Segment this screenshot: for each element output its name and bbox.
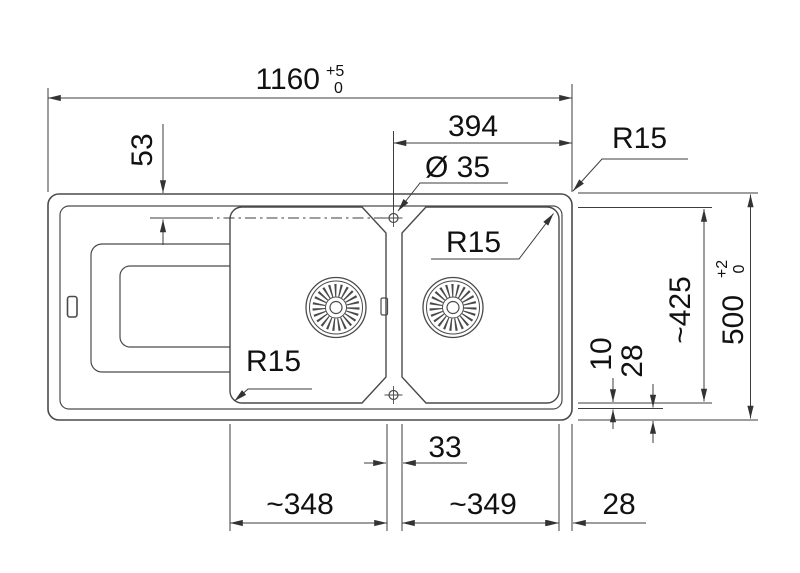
divider-overflow-slot bbox=[380, 297, 389, 316]
leader-diameter-35 bbox=[397, 182, 508, 212]
label-rim-to-bowl-gap: 10 bbox=[585, 337, 618, 370]
label-overall-depth: 500 bbox=[717, 295, 750, 345]
label-bowl-to-edge-bottom: 28 bbox=[602, 488, 635, 521]
dimension-labels: 1160 +5 0 394 Ø 35 R15 R15 R15 53 ~425 5… bbox=[126, 63, 750, 521]
label-tap-offset: 394 bbox=[448, 110, 498, 143]
label-overall-width-tol-plus: +5 bbox=[326, 63, 344, 80]
label-overall-width-tol-minus: 0 bbox=[334, 80, 343, 97]
left-bowl bbox=[229, 206, 387, 404]
dimension-lines bbox=[47, 94, 754, 527]
leader-r15-right-bowl bbox=[431, 213, 554, 260]
label-right-bowl-width: ~349 bbox=[449, 488, 517, 521]
label-tap-centerline-offset: 53 bbox=[126, 133, 159, 166]
label-left-bowl-width: ~348 bbox=[266, 488, 334, 521]
label-overall-width: 1160 bbox=[255, 63, 320, 96]
right-bowl bbox=[401, 206, 560, 404]
extension-lines bbox=[47, 84, 758, 531]
tap-hole-bottom bbox=[384, 386, 403, 404]
label-bowl-gap-center: 33 bbox=[428, 431, 461, 464]
label-overall-depth-tol-minus: 0 bbox=[731, 264, 748, 273]
left-strainer bbox=[305, 276, 367, 339]
leader-r15-left-bowl bbox=[234, 388, 312, 402]
label-tap-hole-diameter: Ø 35 bbox=[425, 151, 490, 184]
drainboard-inner-ridge bbox=[119, 265, 230, 348]
label-overall-depth-tol-plus: +2 bbox=[714, 260, 731, 278]
label-radius-outer: R15 bbox=[612, 122, 667, 155]
rim-overflow-slot bbox=[66, 295, 78, 318]
label-bowl-to-edge-right: 28 bbox=[616, 344, 649, 377]
tap-hole-top bbox=[384, 209, 403, 227]
leader-r15-outer bbox=[572, 158, 688, 192]
right-strainer bbox=[422, 276, 484, 339]
label-inner-depth: ~425 bbox=[664, 276, 697, 344]
drainboard-outer-ridge bbox=[90, 243, 230, 373]
sink-body bbox=[47, 193, 573, 421]
label-radius-right-bowl: R15 bbox=[446, 226, 501, 259]
label-radius-left-bowl: R15 bbox=[246, 345, 301, 378]
sink-inner-rim bbox=[59, 205, 563, 410]
sink-outer-edge bbox=[47, 193, 573, 421]
